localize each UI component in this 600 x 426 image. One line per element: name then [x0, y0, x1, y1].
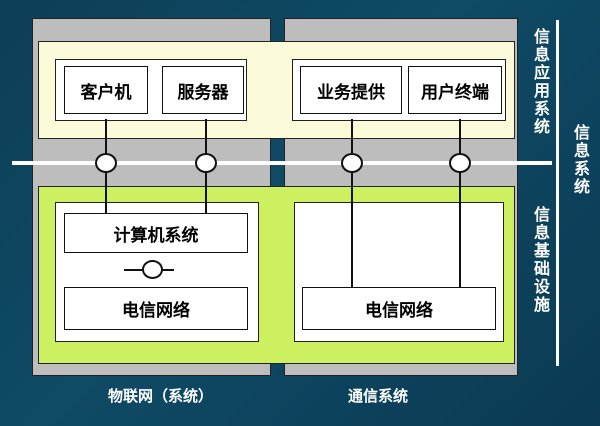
user-terminal-connector	[459, 119, 461, 289]
service-provider-connector	[351, 119, 353, 289]
iot-label: 物联网（系统）	[108, 387, 214, 405]
user-terminal-box: 用户终端	[408, 66, 502, 114]
service-provider-box: 业务提供	[300, 66, 402, 114]
telecom-network-left-box: 电信网络	[64, 287, 248, 330]
client-bus-node	[95, 153, 117, 173]
user-terminal-bus-node	[449, 153, 471, 173]
telecom-network-right-box: 电信网络	[302, 287, 496, 330]
client-box: 客户机	[64, 66, 148, 114]
info-infrastructure-label: 信息基础设施	[531, 206, 550, 314]
info-bus-line	[12, 161, 552, 165]
info-system-label: 信息系统	[571, 124, 590, 196]
info-app-system-label: 信息应用系统	[531, 28, 550, 136]
inner-link-node	[142, 260, 163, 279]
computer-system-box: 计算机系统	[64, 213, 248, 253]
right-divider-line	[556, 20, 559, 366]
server-bus-node	[195, 153, 217, 173]
service-provider-bus-node	[341, 153, 363, 173]
server-box: 服务器	[162, 66, 244, 114]
comm-system-label: 通信系统	[348, 387, 409, 405]
